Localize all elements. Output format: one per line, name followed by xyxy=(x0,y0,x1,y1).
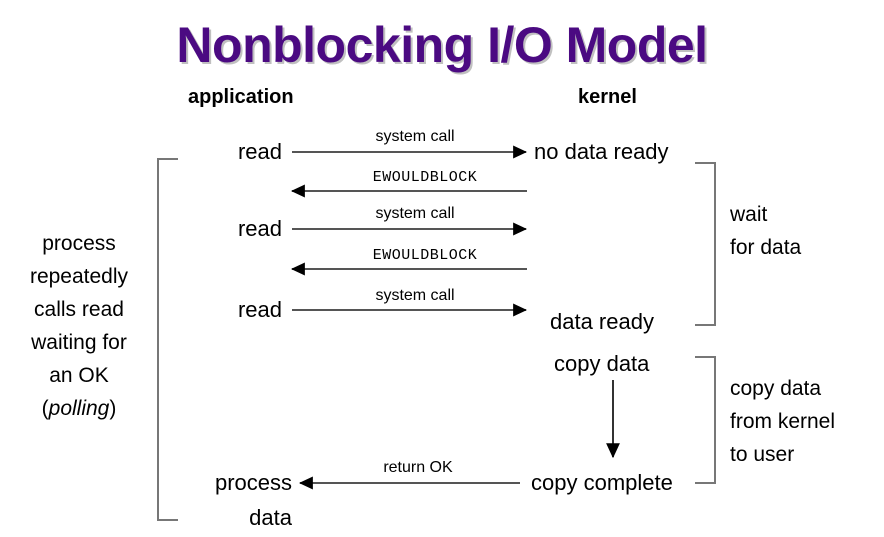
right-note-copy-line-3: to user xyxy=(730,443,795,466)
left-note-line-3: calls read xyxy=(34,298,124,321)
left-note-line-5: an OK xyxy=(49,364,109,387)
right-note-wait-line-2: for data xyxy=(730,236,802,259)
column-header-application: application xyxy=(188,86,294,108)
bracket-wait-for-data xyxy=(695,162,716,326)
arrow-label-ewouldblock-2: EWOULDBLOCK xyxy=(372,247,478,264)
left-note-paren-open: ( xyxy=(41,397,49,420)
right-note-wait-line-1: wait xyxy=(730,203,768,226)
app-node-process: process xyxy=(214,470,292,495)
app-node-read-3: read xyxy=(237,297,282,322)
arrow-label-system-call-3: system call xyxy=(375,287,455,304)
left-note-line-6-polling: (polling) xyxy=(8,392,150,425)
page-title: Nonblocking I/O Model xyxy=(176,17,708,73)
left-note-line-4: waiting for xyxy=(31,331,127,354)
app-node-read-1: read xyxy=(237,139,282,164)
left-note-line-1: process xyxy=(42,232,116,255)
arrow-label-system-call-1: system call xyxy=(375,128,455,145)
left-note-line-2: repeatedly xyxy=(29,265,129,288)
right-note-copy-block: copy data from kernel to user xyxy=(730,372,835,471)
kernel-node-copy-complete: copy complete xyxy=(531,470,673,495)
right-note-wait-block: wait for data xyxy=(730,198,801,264)
kernel-node-copy-data: copy data xyxy=(554,351,650,376)
arrow-label-return-ok: return OK xyxy=(383,459,453,476)
app-node-data: data xyxy=(249,505,292,530)
arrow-label-system-call-2: system call xyxy=(375,205,455,222)
arrow-label-ewouldblock-1: EWOULDBLOCK xyxy=(372,169,478,186)
right-note-copy-line-2: from kernel xyxy=(730,410,836,433)
kernel-node-data-ready: data ready xyxy=(550,309,654,334)
column-header-kernel: kernel xyxy=(578,86,637,108)
right-note-copy-line-1: copy data xyxy=(730,377,822,400)
left-note-block: process repeatedly calls read waiting fo… xyxy=(8,227,150,425)
bracket-copy-kernel-to-user xyxy=(695,356,716,484)
kernel-node-no-data-ready: no data ready xyxy=(534,139,669,164)
app-node-read-2: read xyxy=(237,216,282,241)
left-note-paren-close: ) xyxy=(109,397,117,420)
left-note-polling-word: polling xyxy=(48,397,110,420)
bracket-polling-loop xyxy=(157,158,178,521)
